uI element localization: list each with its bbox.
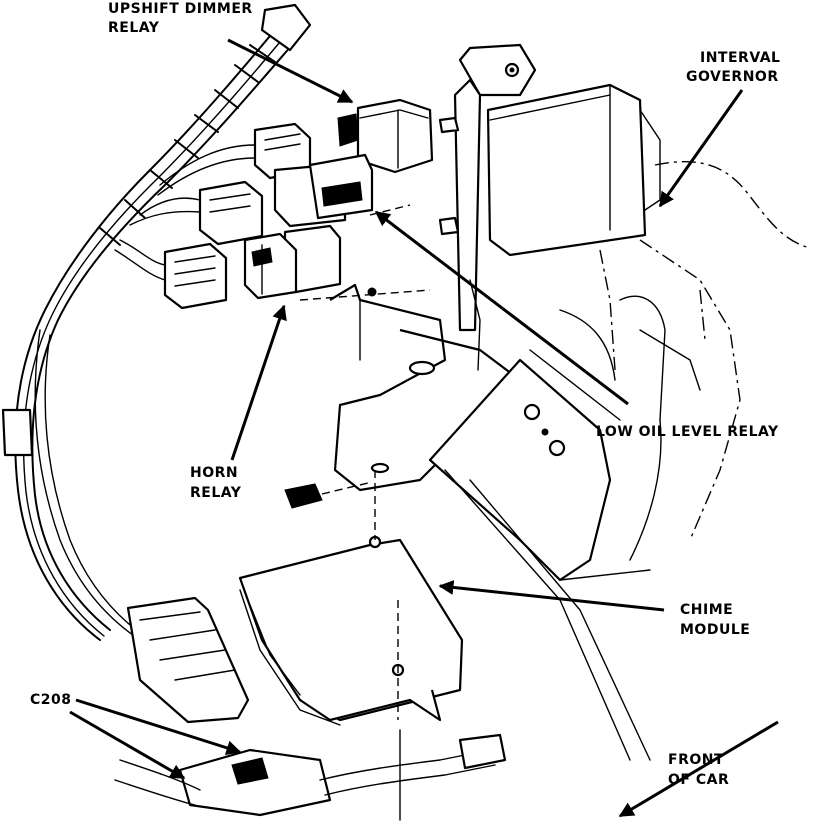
c208-arrow-1 xyxy=(75,698,242,756)
chime-arrow xyxy=(438,579,665,612)
chime-label-line2: MODULE xyxy=(680,622,750,638)
low-oil-label: LOW OIL LEVEL RELAY xyxy=(596,424,779,440)
connector-label: C208 xyxy=(30,692,72,708)
interval-label-line1: INTERVAL xyxy=(700,50,780,66)
horn-label-line2: RELAY xyxy=(190,485,242,501)
label-arrows xyxy=(69,38,779,818)
relay-cluster xyxy=(163,98,434,310)
c208-connector xyxy=(114,596,507,817)
upshift-label-line2: RELAY xyxy=(108,20,160,36)
chime-label-line1: CHIME xyxy=(680,602,733,618)
low-oil-arrow xyxy=(374,210,629,406)
upshift-arrow xyxy=(227,38,354,104)
wiring-harness xyxy=(1,3,312,641)
interval-arrow xyxy=(658,89,744,208)
front-label-line1: FRONT xyxy=(668,752,724,768)
horn-label-line1: HORN xyxy=(190,465,238,481)
front-arrow xyxy=(618,720,779,818)
mounting-bracket xyxy=(329,283,522,492)
front-label-line2: OF CAR xyxy=(668,772,729,788)
upshift-label-line1: UPSHIFT DIMMER xyxy=(108,1,253,17)
chime-module xyxy=(238,470,464,821)
interval-label-line2: GOVERNOR xyxy=(686,69,779,85)
interval-governor xyxy=(438,43,661,371)
support-bracket xyxy=(428,349,651,761)
label-text: UPSHIFT DIMMER RELAY INTERVAL GOVERNOR L… xyxy=(30,1,780,788)
panel-outline xyxy=(559,160,811,561)
horn-arrow xyxy=(230,304,287,461)
horn-relay xyxy=(243,232,298,300)
c208-arrow-2 xyxy=(69,710,186,780)
